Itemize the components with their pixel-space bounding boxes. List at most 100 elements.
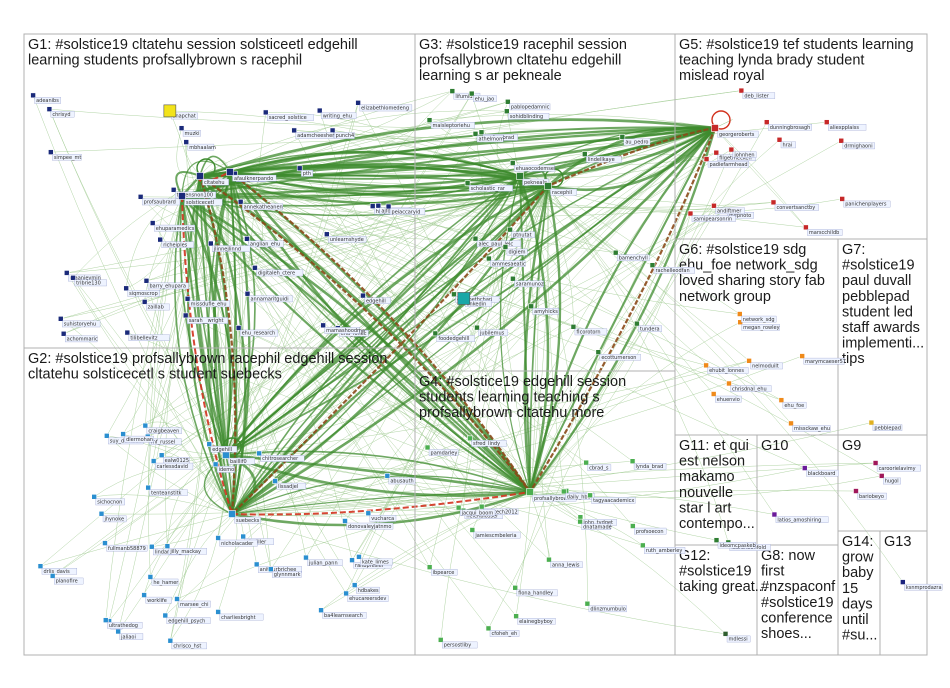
node-samipearsonrin[interactable]: samipearsonrin — [687, 210, 736, 222]
node-scholastic-rar[interactable]: scholastic_rar — [464, 180, 513, 192]
node-jhynoke[interactable]: jhynoke — [98, 510, 127, 523]
node-sfred-lindy[interactable]: sfred_lindy — [467, 435, 507, 447]
node-ehuparamedics[interactable]: ehuparamedics — [149, 220, 196, 232]
node-tenteanstitk[interactable]: tenteanstitk — [145, 484, 188, 496]
node-jlinnejlinnd[interactable]: jlinnejlinnd — [207, 240, 251, 252]
node-sichocnon[interactable]: sichocnon — [91, 494, 125, 506]
node-idemo[interactable]: idemo — [212, 461, 235, 473]
node-fullmanb58879[interactable]: fullmanb58879 — [102, 540, 148, 552]
node-ammesaeatic[interactable]: ammesaeatic — [486, 255, 526, 267]
node-andiftmer[interactable]: andiftmer — [711, 202, 745, 215]
node-alec-paul-lelc[interactable]: alec_paul_lelc — [472, 235, 521, 247]
node-ecotturnerson[interactable]: ecotturnerson — [595, 349, 641, 361]
node-pablopedamnic[interactable]: pablopedamnic — [505, 98, 551, 111]
node-writing-ehu[interactable]: writing_ehu — [316, 107, 357, 119]
node-peiaccaryid[interactable]: peiaccaryid — [385, 203, 426, 215]
node-ehucareersdev[interactable]: ehucareersdev — [343, 590, 389, 602]
node-blackboard[interactable]: blackboard — [801, 465, 839, 477]
node-vucharca[interactable]: vucharca — [365, 510, 397, 522]
node-padiefarmhead[interactable]: padiefarmhead — [703, 156, 749, 168]
node-persostliby[interactable]: persostliby — [437, 637, 478, 649]
node-dlinzmumbulo[interactable]: dlinzmumbulo — [584, 600, 627, 613]
node-afaulknerpando[interactable]: afaulknerpando — [226, 168, 277, 182]
node-sarah-wright[interactable]: sarah__wright — [182, 312, 229, 324]
node-barry-ehupara[interactable]: barry_ehupara — [143, 277, 189, 290]
node-maisleptoriehu[interactable]: maisleptoriehu — [426, 117, 475, 129]
node-tagyaacademicx[interactable]: tagyaacademicx — [587, 492, 636, 504]
node-ideomcpaskeb[interactable]: ideomcpaskeb — [713, 537, 756, 549]
node-deb-lister[interactable]: deb_lister — [738, 87, 776, 99]
node-caroorielavimy[interactable]: caroorielavimy — [872, 460, 921, 472]
node-glynnmark[interactable]: glynnmark — [268, 566, 302, 578]
node-ehu-research[interactable]: ehu_research — [235, 325, 279, 337]
node-tundera[interactable]: tundera — [634, 320, 662, 332]
node-julian-pann[interactable]: julian_pann — [303, 554, 343, 566]
node-mdlessi[interactable]: mdlessi — [722, 631, 751, 643]
node-elainegbyboy[interactable]: elainegbyboy — [513, 613, 556, 625]
node-sohidblinding[interactable]: sohidblinding — [504, 108, 550, 120]
node-siqmoscrop[interactable]: siqmoscrop — [123, 285, 160, 297]
node-bamenchyll[interactable]: bamenchyll — [612, 249, 650, 261]
node-saramunoz[interactable]: saramunoz — [510, 275, 544, 288]
node-megan-rowley[interactable]: megan_rowley — [737, 319, 780, 331]
node-hdbakes[interactable]: hdbakes — [351, 582, 380, 594]
node-georgeroberts[interactable]: georgeroberts — [711, 124, 759, 138]
node-dunningbrosagh[interactable]: dunningbrosagh — [763, 119, 812, 131]
node-marymcaeser57[interactable]: marymcaeser57 — [799, 353, 846, 365]
node-au-pedro[interactable]: au_pedro — [619, 134, 651, 146]
node-craigbeaven[interactable]: craigbeaven — [142, 422, 182, 434]
node-pekneale[interactable]: pekneale — [516, 172, 549, 186]
node-chrisdnal-ehu[interactable]: chrisdnal_ehu — [726, 380, 772, 392]
node-tribensnon100[interactable]: tribensnon100 — [170, 187, 217, 199]
node-rachelleodfan[interactable]: rachelleodfan — [649, 262, 695, 274]
node-zaillab[interactable]: zaillab — [141, 299, 170, 311]
node-abusauth[interactable]: abusauth — [384, 473, 416, 485]
node-flcorotorn[interactable]: flcorotorn — [570, 324, 608, 336]
node-digitaleh-ctere[interactable]: digitaleh_ctere — [252, 265, 304, 277]
node-suebecks[interactable]: suebecks — [228, 510, 261, 524]
node-worklife[interactable]: worklife — [141, 592, 172, 604]
node-adamcheesher[interactable]: adamcheesher — [291, 127, 336, 139]
node-kate-limes[interactable]: kate_limes — [356, 554, 393, 566]
node-carlessdavid[interactable]: carlessdavid — [150, 458, 194, 470]
node-lifumida[interactable]: lifumida — [449, 88, 481, 100]
node-donovaleyjatnmo[interactable]: donovaleyjatnmo — [342, 518, 394, 530]
node-jacqui-boom[interactable]: jacqui_boom — [455, 504, 496, 516]
node-network-sdg[interactable]: network_sdg — [736, 311, 777, 323]
node-tilibellevitz[interactable]: tilibellevitz — [124, 329, 170, 341]
node-ehu-jao[interactable]: ehu_jao — [468, 90, 497, 102]
node-ehubit-lonnes[interactable]: ehubit_lonnes — [703, 362, 749, 374]
node-hugol[interactable]: hugol — [878, 473, 901, 485]
node-pth[interactable]: pth — [296, 165, 314, 177]
node-ksnmprodazra[interactable]: ksnmprodazra — [900, 579, 943, 591]
node-johnhen[interactable]: johnhen — [728, 146, 757, 158]
node-amyhicks[interactable]: amyhicks — [528, 303, 560, 315]
node-ehu-foe[interactable]: ehu_foe — [778, 397, 807, 409]
node-profsoecon[interactable]: profsoecon — [630, 523, 667, 535]
node-sacred-solstice[interactable]: sacred_solstice — [262, 109, 314, 121]
node-edgehill-psych[interactable]: edgehill_psych — [162, 612, 211, 624]
node-aliexpplaiss[interactable]: aliexpplaiss — [823, 119, 867, 131]
node-solsticecetl[interactable]: solsticecetl — [178, 192, 223, 206]
node-fiona-handley[interactable]: fiona_handley — [512, 584, 558, 597]
node-mbhaalam[interactable]: mbhaalam — [183, 139, 216, 151]
node-ralfbpresler[interactable]: ralfbpresler — [349, 557, 392, 569]
node-ultrathedog[interactable]: ultrathedog — [102, 617, 143, 629]
node-pamdarley[interactable]: pamdarley — [424, 444, 459, 456]
node-ehuenvio[interactable]: ehuenvio — [710, 391, 742, 403]
node-elizabethlomedeng[interactable]: elizabethlomedeng — [355, 100, 413, 112]
node-muzki[interactable]: muzki — [178, 125, 201, 137]
node-unlearnshyde[interactable]: unlearnshyde — [324, 231, 367, 243]
node-latios-amoshiring[interactable]: latios_amoshiring — [771, 511, 829, 523]
node-ba4learnsearch[interactable]: ba4learnsearch — [318, 607, 367, 619]
node-cfoheh-eh[interactable]: cfoheh_eh — [485, 625, 520, 637]
node-lindellkaye[interactable]: lindellkaye — [581, 151, 622, 163]
node-daily-hbo[interactable]: daily_hbo — [560, 488, 595, 500]
node-edgehill[interactable]: edgehill — [206, 441, 238, 453]
node-jilly-mackay[interactable]: jilly_mackay — [164, 543, 207, 555]
node-lissadjel[interactable]: lissadjel — [272, 478, 306, 490]
node-he-hamer[interactable]: he_hamer — [147, 574, 179, 586]
node-chrisco-hst[interactable]: chrisco_hst — [167, 637, 207, 650]
node-suhistoryehu[interactable]: suhistoryehu — [57, 316, 101, 328]
node-convertsanctby[interactable]: convertsanctby — [770, 199, 819, 211]
